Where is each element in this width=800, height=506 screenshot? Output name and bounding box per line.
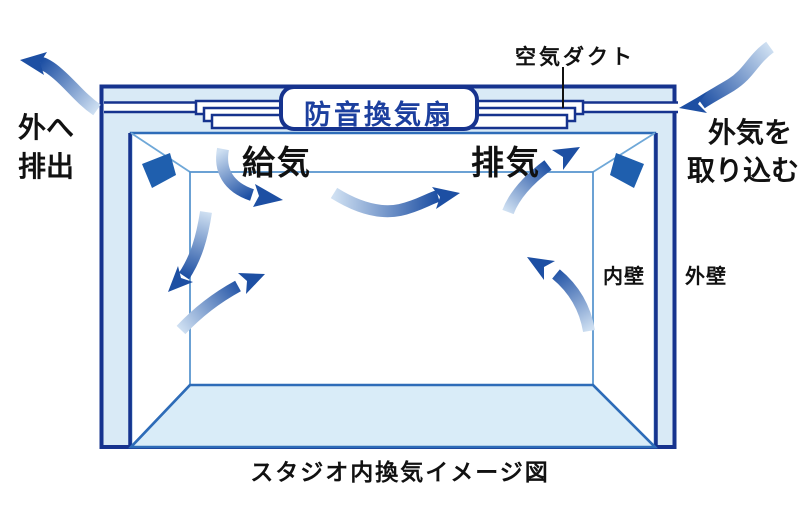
exhaust-air-label: 排気 xyxy=(471,143,541,182)
soundproof-fan-label: 防音換気扇 xyxy=(304,100,454,131)
exhaust-outside-line2: 排出 xyxy=(18,150,75,183)
supply-air-arrow xyxy=(216,147,283,207)
right-wall-up-arrow xyxy=(527,257,595,333)
corner-speaker-right xyxy=(610,153,644,188)
exhaust-outside-label: 外へ 排出 xyxy=(18,108,74,186)
diagram-caption: スタジオ内換気イメージ図 xyxy=(250,460,550,486)
exhaust-air-arrow xyxy=(502,147,580,215)
outer-wall-label: 外壁 xyxy=(685,264,727,288)
intake-outside-line1: 外気を xyxy=(708,116,793,149)
room-circulation-up-arrow xyxy=(176,273,265,335)
inner-wall-label: 内壁 xyxy=(603,264,645,288)
room-interior xyxy=(128,132,659,449)
outer-wall-frame xyxy=(100,85,676,448)
room-circulation-down-arrow xyxy=(168,211,212,292)
exhaust-outside-line1: 外へ xyxy=(18,111,75,144)
room-floor xyxy=(128,383,659,449)
supply-air-label: 給気 xyxy=(242,143,312,182)
soundproof-fan-box xyxy=(279,85,479,131)
intake-outside-line2: 取り込む xyxy=(687,154,800,187)
exhaust-to-outside-arrow xyxy=(20,52,101,116)
air-duct-label: 空気ダクト xyxy=(515,45,635,69)
room-airflow-wave-arrow xyxy=(330,187,460,218)
intake-from-outside-arrow xyxy=(679,41,775,113)
corner-speaker-left xyxy=(142,153,176,188)
